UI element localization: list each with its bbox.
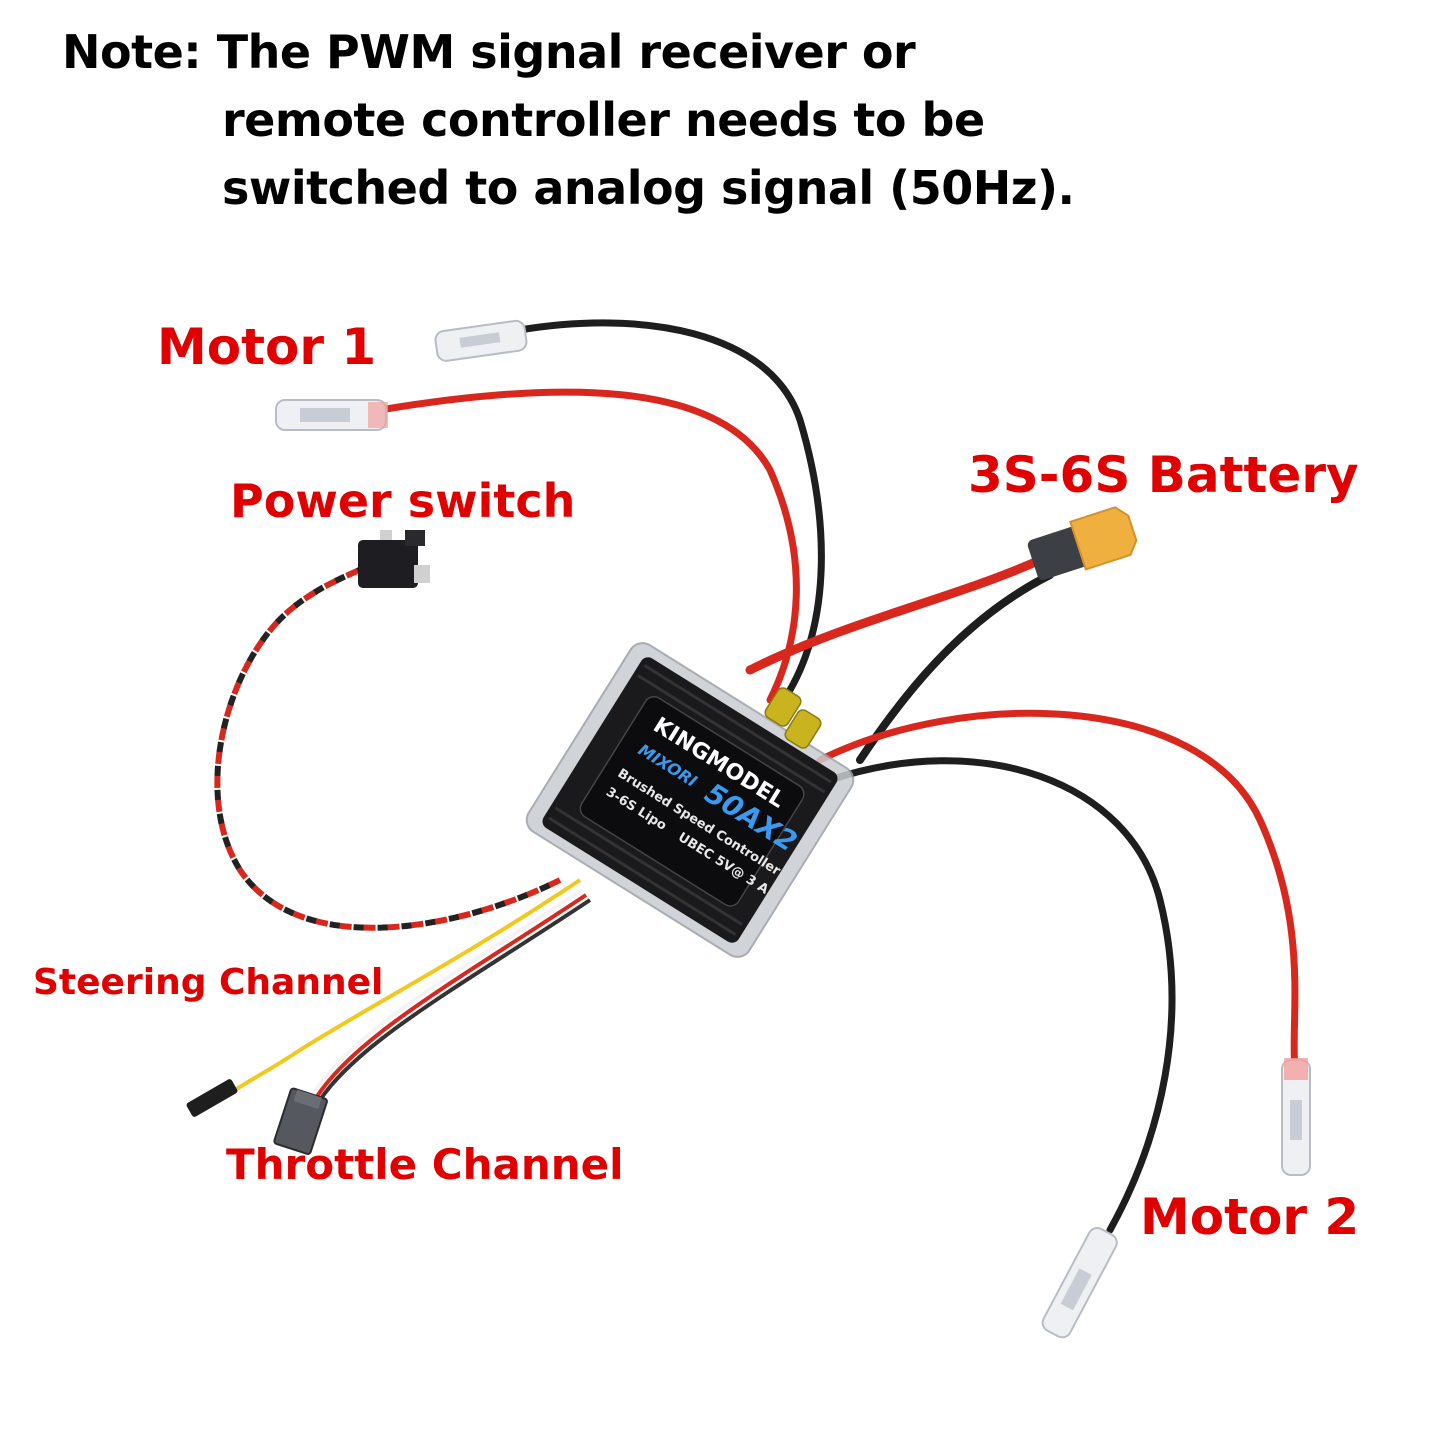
note-line-3: switched to analog signal (50Hz). — [222, 161, 1075, 215]
steering-yellow-wire — [233, 878, 582, 1092]
motor1-black-connector — [434, 319, 528, 362]
note-prefix: Note: — [62, 25, 202, 79]
motor1-red-wire — [376, 388, 800, 704]
note-line-2: remote controller needs to be — [222, 93, 985, 147]
steering-connector — [186, 1079, 238, 1117]
motor2-red-wire — [816, 709, 1299, 1074]
motor2-black-connector — [1041, 1227, 1118, 1339]
throttle-servo-connector — [273, 1087, 328, 1155]
note-line-1: Note: The PWM signal receiver or — [62, 18, 1075, 86]
throttle-servo-wire-red — [314, 893, 588, 1100]
motor2-red-connector — [1281, 1058, 1311, 1176]
throttle-servo-wire-white — [310, 888, 584, 1098]
battery-red-wire — [745, 555, 1045, 675]
motor1-red-connector — [275, 399, 388, 431]
label-battery: 3S-6S Battery — [968, 446, 1359, 504]
esc-controller: KINGMODEL MIXORI 50AX2 Brushed Speed Con… — [525, 642, 855, 958]
power-switch — [358, 530, 430, 588]
label-motor-2: Motor 2 — [1140, 1188, 1360, 1246]
label-steering-channel: Steering Channel — [33, 962, 384, 1003]
motor1-black-wire — [516, 319, 825, 694]
note-line-1-text: The PWM signal receiver or — [216, 25, 916, 79]
label-throttle-channel: Throttle Channel — [226, 1140, 624, 1189]
label-motor-1: Motor 1 — [157, 318, 377, 376]
label-power-switch: Power switch — [230, 474, 576, 528]
note-text-block: Note: The PWM signal receiver or remote … — [62, 18, 1075, 222]
capacitors — [764, 687, 822, 749]
throttle-servo-wire-black — [318, 898, 592, 1102]
xt60-battery-connector — [1027, 506, 1138, 580]
motor2-black-wire — [826, 757, 1176, 1234]
heatsink-fins — [548, 664, 832, 936]
power-switch-wire-red — [214, 562, 562, 931]
power-switch-wire-black — [214, 562, 562, 931]
